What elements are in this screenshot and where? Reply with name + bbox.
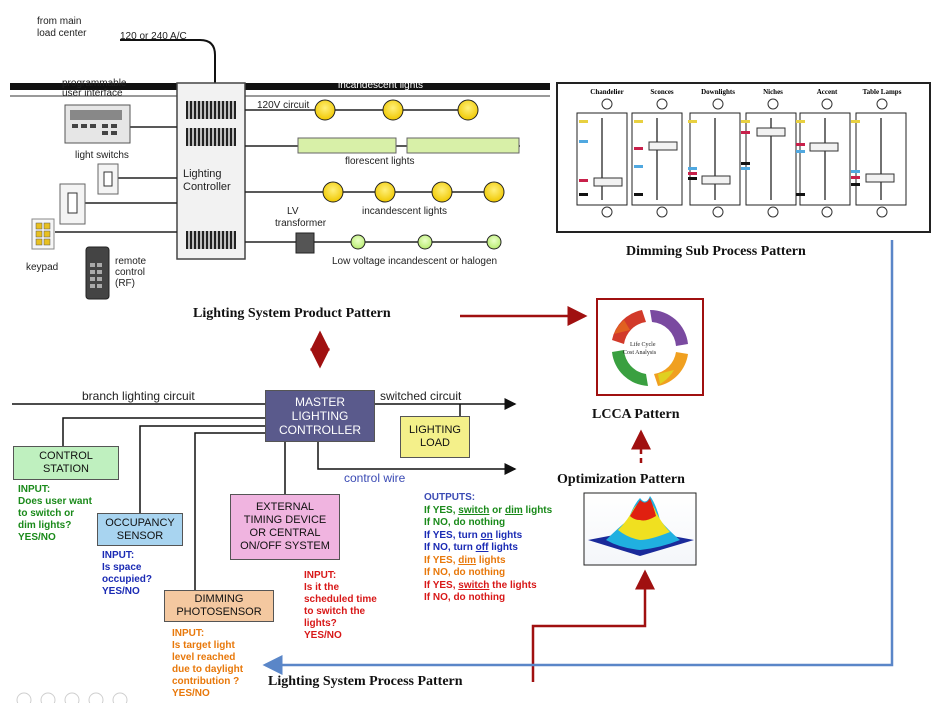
programmable-label: programmable: [62, 78, 127, 89]
channel-label: Niches: [763, 88, 783, 96]
user-interface-label: user interface: [62, 88, 123, 99]
input-line: YES/NO: [18, 532, 56, 543]
input-line: INPUT:: [304, 570, 337, 581]
remote-label: remote: [115, 256, 147, 267]
input-line: to switch or: [18, 508, 75, 519]
control-label: control: [115, 267, 146, 278]
external-line-1: EXTERNAL: [255, 501, 315, 513]
input-line: YES/NO: [304, 630, 342, 641]
input-line: Is space: [102, 562, 142, 573]
low-voltage-label: Low voltage incandescent or halogen: [332, 256, 498, 267]
process-pattern-label: Lighting System Process Pattern: [268, 674, 463, 689]
incandescent-label: incandescent lights: [362, 206, 448, 217]
master-line-2: LIGHTING: [291, 409, 349, 423]
occupancy-line-1: OCCUPANCY: [105, 516, 175, 529]
external-line-3: OR CENTRAL: [249, 527, 321, 539]
dimming-photosensor-box: DIMMING PHOTOSENSOR: [164, 590, 274, 622]
external-line-2: TIMING DEVICE: [243, 514, 327, 526]
output-line: If NO, turn off lights: [424, 542, 518, 553]
channel-label: Chandelier: [590, 88, 624, 96]
occupancy-line-2: SENSOR: [116, 529, 164, 542]
station-line-2: STATION: [42, 463, 90, 475]
load-line-1: LIGHTING: [409, 424, 461, 436]
input-line: INPUT:: [18, 484, 51, 495]
output-line: If NO, do nothing: [424, 517, 506, 528]
control-station-box: CONTROL STATION: [13, 446, 119, 480]
input-line: YES/NO: [102, 586, 140, 597]
florescent-label: florescent lights: [345, 156, 415, 167]
channel-label: Table Lamps: [862, 88, 902, 96]
input-line: Is target light: [172, 640, 235, 651]
occupancy-sensor-box: OCCUPANCY SENSOR: [97, 513, 183, 546]
lcca-pattern-label: LCCA Pattern: [592, 407, 680, 422]
input-line: INPUT:: [172, 628, 205, 639]
station-line-1: CONTROL: [39, 450, 93, 462]
input-line: scheduled time: [304, 594, 377, 605]
output-line: If NO, do nothing: [424, 592, 506, 603]
outputs-title: OUTPUTS:: [424, 492, 476, 503]
output-line: If YES, dim lights: [424, 554, 506, 566]
input-line: Is it the: [304, 582, 340, 593]
lighting-load-box: LIGHTING LOAD: [400, 416, 470, 458]
external-timing-box: EXTERNAL TIMING DEVICE OR CENTRAL ON/OFF…: [230, 494, 340, 560]
channel-label: Accent: [816, 88, 838, 96]
master-line-3: CONTROLLER: [278, 423, 361, 437]
lcca-center-2: Cost Analysis: [623, 350, 657, 356]
rf-label: (RF): [115, 278, 135, 289]
input-external: INPUT: Is it the scheduled time to switc…: [304, 570, 377, 642]
branch-label: branch lighting circuit: [82, 389, 195, 403]
input-line: Does user want: [18, 496, 92, 507]
load-center-label: load center: [37, 28, 87, 39]
controller-label-2: Controller: [183, 181, 231, 193]
input-dimming: INPUT: Is target light level reached due…: [172, 628, 243, 700]
product-pattern-label: Lighting System Product Pattern: [193, 306, 391, 321]
output-line: If YES, turn on lights: [424, 529, 523, 541]
input-line: level reached: [172, 652, 236, 663]
input-line: dim lights?: [18, 520, 72, 531]
incandescent-top-label: incandescent lights: [338, 80, 424, 91]
outputs-block: OUTPUTS: If YES, switch or dim lights If…: [424, 492, 552, 605]
output-line: If NO, do nothing: [424, 567, 506, 578]
dimming-sub-process-caption: Dimming Sub Process Pattern: [626, 244, 806, 259]
input-line: due to daylight: [172, 664, 244, 675]
master-line-1: MASTER: [294, 395, 345, 409]
input-line: contribution ?: [172, 676, 240, 687]
input-occupancy: INPUT: Is space occupied? YES/NO: [102, 550, 152, 598]
switched-label: switched circuit: [380, 389, 462, 403]
voltage-label: 120 or 240 A/C: [120, 31, 187, 42]
transformer-label: transformer: [275, 218, 327, 229]
lcca-center-1: Life Cycle: [630, 342, 656, 348]
from-main-label: from main: [37, 16, 82, 27]
input-line: INPUT:: [102, 550, 135, 561]
output-line: If YES, switch or dim lights: [424, 504, 553, 516]
light-switches-label: light switchs: [75, 150, 129, 161]
channel-label: Downlights: [701, 88, 735, 96]
input-station: INPUT: Does user want to switch or dim l…: [18, 484, 92, 544]
optimization-pattern-label: Optimization Pattern: [557, 472, 685, 487]
circuit-120v-label: 120V circuit: [257, 100, 310, 111]
dimming-line-1: DIMMING: [194, 593, 244, 605]
master-controller-box: MASTER LIGHTING CONTROLLER: [265, 390, 375, 442]
output-line: If YES, switch the lights: [424, 579, 537, 591]
input-line: lights?: [304, 618, 337, 629]
channel-label: Sconces: [650, 88, 674, 96]
input-line: YES/NO: [172, 688, 210, 699]
dimmer-sliders: [576, 98, 907, 218]
external-line-4: ON/OFF SYSTEM: [240, 540, 330, 552]
load-line-2: LOAD: [420, 437, 450, 449]
control-wire-label: control wire: [344, 471, 406, 485]
dimming-line-2: PHOTOSENSOR: [176, 606, 262, 618]
lv-label: LV: [287, 206, 299, 217]
keypad-label: keypad: [26, 262, 59, 273]
input-line: occupied?: [102, 574, 153, 585]
input-line: to switch the: [304, 606, 366, 617]
controller-label-1: Lighting: [183, 168, 222, 180]
